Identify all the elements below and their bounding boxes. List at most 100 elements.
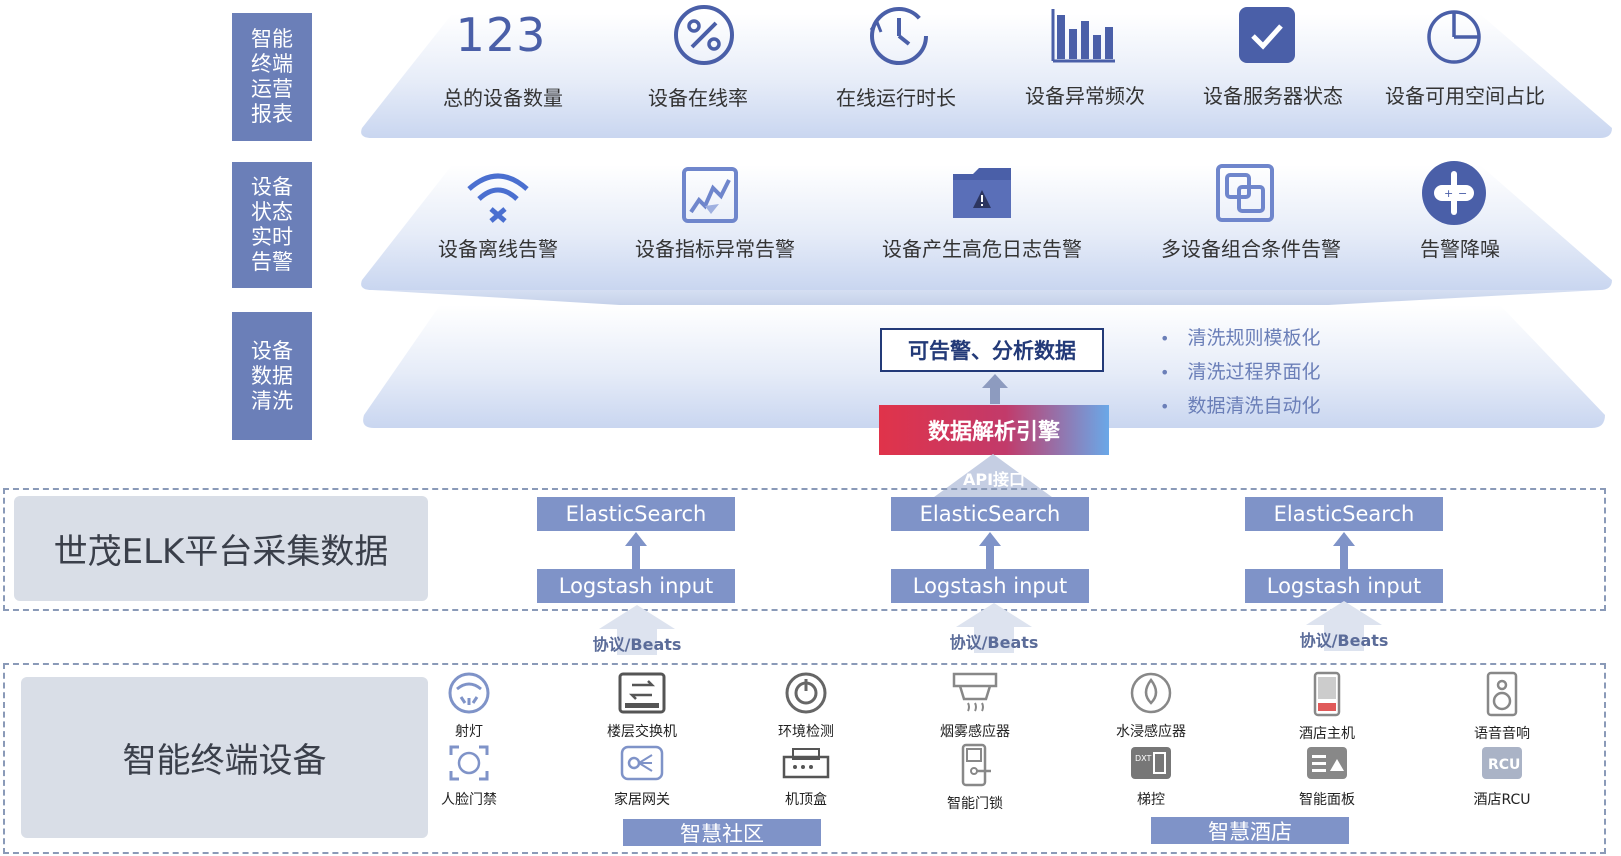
device-label: 机顶盒 bbox=[785, 792, 827, 808]
noise-reduction-icon: +− bbox=[1414, 158, 1494, 228]
device-label: 烟雾感应器 bbox=[940, 724, 1010, 740]
logstash-box: Logstash input bbox=[1245, 569, 1443, 603]
tier-label-report: 智能终端运营报表 bbox=[232, 13, 312, 141]
warning-folder-icon bbox=[942, 158, 1022, 228]
device-label: 楼层交换机 bbox=[607, 724, 677, 740]
svg-text:RCU: RCU bbox=[1488, 757, 1520, 773]
cleaning-bullet: 清洗规则模板化 bbox=[1160, 323, 1320, 350]
pie-chart-icon bbox=[1414, 0, 1494, 70]
water-sensor-icon bbox=[1130, 672, 1172, 714]
svg-text:+: + bbox=[1444, 187, 1453, 200]
device-item: 人脸门禁 bbox=[409, 743, 529, 809]
device-item: 机顶盒 bbox=[746, 743, 866, 809]
device-item: 楼层交换机 bbox=[582, 671, 702, 741]
devices-title: 智能终端设备 bbox=[21, 677, 428, 838]
device-item: 射灯 bbox=[409, 671, 529, 741]
hotel-host-icon bbox=[1313, 671, 1341, 717]
alarm-label: 设备离线告警 bbox=[438, 237, 558, 261]
speaker-icon bbox=[1486, 671, 1518, 717]
device-item: RCU 酒店RCU bbox=[1442, 743, 1562, 809]
device-label: 水浸感应器 bbox=[1116, 724, 1186, 740]
set-top-box-icon bbox=[782, 748, 830, 779]
report-label: 在线运行时长 bbox=[836, 86, 956, 110]
protocol-label: 协议/Beats bbox=[1299, 631, 1389, 650]
logstash-box: Logstash input bbox=[537, 569, 735, 603]
api-label: API接口 bbox=[962, 470, 1026, 489]
smoke-detector-icon bbox=[952, 672, 998, 712]
up-arrow-icon bbox=[1333, 532, 1355, 572]
protocol-arrow bbox=[956, 603, 1032, 653]
smart-lock-icon bbox=[961, 743, 991, 787]
report-label: 设备异常频次 bbox=[1025, 84, 1145, 108]
protocol-label: 协议/Beats bbox=[949, 633, 1039, 652]
alarm-label: 多设备组合条件告警 bbox=[1161, 237, 1341, 261]
report-label: 设备服务器状态 bbox=[1203, 84, 1343, 108]
percent-circle-icon bbox=[664, 0, 744, 70]
protocol-arrow bbox=[599, 605, 675, 655]
alarm-label: 告警降噪 bbox=[1420, 237, 1500, 261]
output-data-box: 可告警、分析数据 bbox=[880, 328, 1104, 372]
device-item: 智能面板 bbox=[1267, 743, 1387, 809]
face-access-icon bbox=[449, 745, 489, 781]
up-arrow-icon bbox=[982, 374, 1008, 404]
gateway-icon bbox=[620, 745, 664, 781]
device-item: DXT 梯控 bbox=[1091, 743, 1211, 809]
logstash-box: Logstash input bbox=[891, 569, 1089, 603]
report-label: 设备可用空间占比 bbox=[1385, 84, 1545, 108]
cleaning-bullet: 清洗过程界面化 bbox=[1160, 357, 1320, 384]
device-item: 环境检测 bbox=[746, 671, 866, 741]
device-item: 酒店主机 bbox=[1267, 671, 1387, 743]
report-label: 总的设备数量 bbox=[443, 86, 563, 110]
svg-text:−: − bbox=[1458, 187, 1467, 200]
up-arrow-icon bbox=[979, 532, 1001, 572]
environment-icon bbox=[785, 672, 827, 714]
device-label: 环境检测 bbox=[778, 724, 834, 740]
protocol-arrow bbox=[1306, 601, 1382, 651]
device-label: 智能面板 bbox=[1299, 792, 1355, 808]
device-item: 水浸感应器 bbox=[1091, 671, 1211, 741]
device-label: 家居网关 bbox=[614, 792, 670, 808]
devices-section bbox=[3, 663, 1606, 854]
tier-label-cleaning: 设备数据清洗 bbox=[232, 312, 312, 440]
elk-section bbox=[3, 488, 1606, 611]
elasticsearch-box: ElasticSearch bbox=[891, 497, 1089, 531]
tier-label-alarm: 设备状态实时告警 bbox=[232, 162, 312, 288]
elk-title: 世茂ELK平台采集数据 bbox=[14, 496, 428, 601]
device-label: 射灯 bbox=[455, 724, 483, 740]
elevator-control-icon: DXT bbox=[1131, 747, 1171, 779]
device-label: 酒店RCU bbox=[1473, 792, 1531, 808]
elasticsearch-box: ElasticSearch bbox=[537, 497, 735, 531]
data-parsing-engine: 数据解析引擎 bbox=[879, 405, 1109, 455]
device-label: 人脸门禁 bbox=[441, 792, 497, 808]
up-arrow-icon bbox=[625, 532, 647, 572]
spotlight-icon bbox=[448, 672, 490, 714]
device-label: 语音音响 bbox=[1474, 726, 1530, 742]
device-item: 烟雾感应器 bbox=[915, 671, 1035, 741]
number-123-icon: 123 bbox=[455, 8, 547, 62]
alarm-label: 设备指标异常告警 bbox=[635, 237, 795, 261]
protocol-label: 协议/Beats bbox=[592, 635, 682, 654]
api-arrow bbox=[930, 454, 1056, 502]
device-label: 智能门锁 bbox=[947, 796, 1003, 812]
device-item: 家居网关 bbox=[582, 743, 702, 809]
wifi-off-icon bbox=[458, 162, 538, 232]
smart-panel-icon bbox=[1307, 747, 1347, 779]
report-label: 设备在线率 bbox=[648, 86, 748, 110]
device-label: 梯控 bbox=[1137, 792, 1165, 808]
combined-squares-icon bbox=[1205, 158, 1285, 228]
clock-icon bbox=[858, 0, 938, 70]
alarm-label: 设备产生高危日志告警 bbox=[882, 237, 1082, 261]
device-item: 语音音响 bbox=[1442, 671, 1562, 743]
device-item: 智能门锁 bbox=[915, 743, 1035, 813]
cleaning-bullet: 数据清洗自动化 bbox=[1160, 391, 1320, 418]
scene-smart-community: 智慧社区 bbox=[623, 819, 821, 846]
anomaly-chart-icon bbox=[670, 160, 750, 230]
bar-chart-icon bbox=[1043, 0, 1123, 70]
switch-icon bbox=[618, 672, 666, 714]
scene-smart-hotel: 智慧酒店 bbox=[1151, 817, 1349, 844]
device-label: 酒店主机 bbox=[1299, 726, 1355, 742]
elasticsearch-box: ElasticSearch bbox=[1245, 497, 1443, 531]
rcu-icon: RCU bbox=[1482, 747, 1522, 779]
checkbox-icon bbox=[1227, 0, 1307, 70]
svg-text:DXT: DXT bbox=[1135, 754, 1152, 763]
